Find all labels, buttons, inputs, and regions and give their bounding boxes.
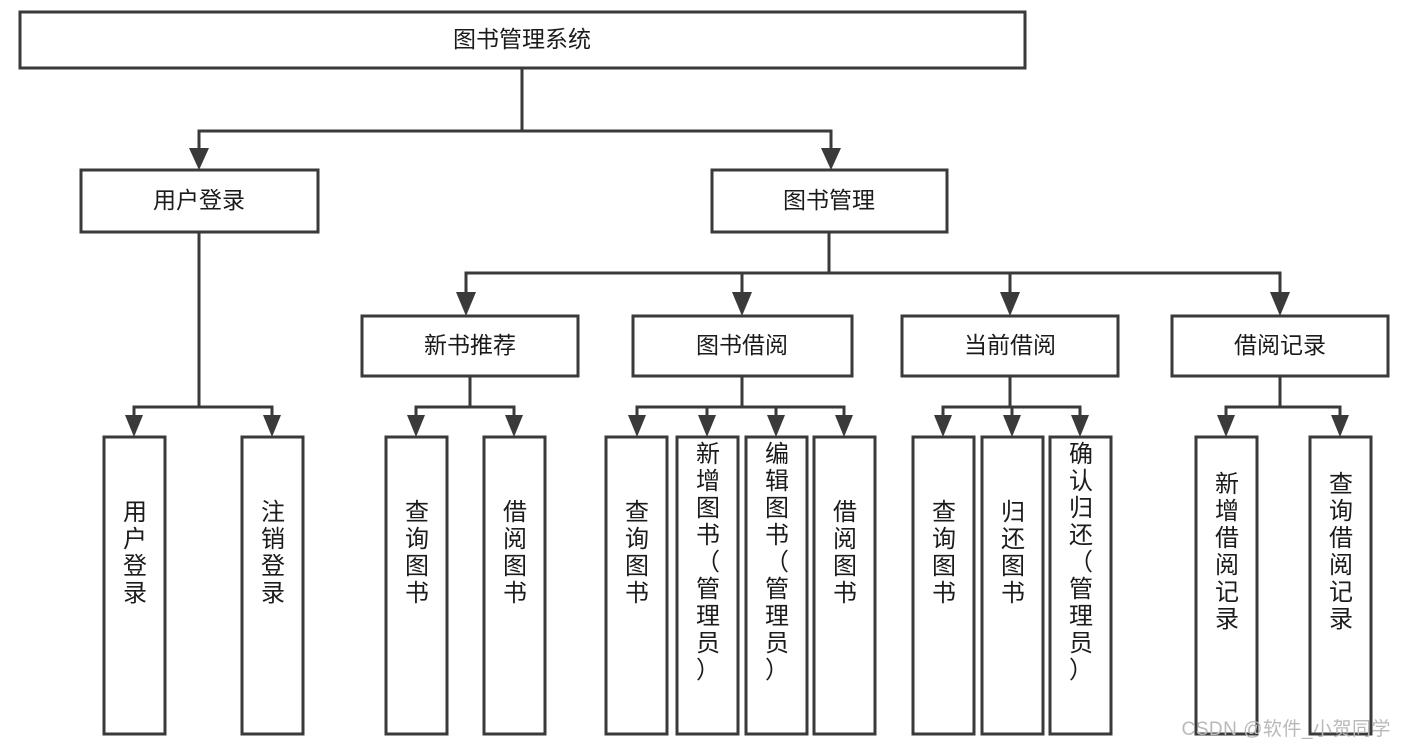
node-leaf-add-borrow-record-box[interactable] — [1194, 435, 1259, 736]
edge-bookmgmt-trunk — [464, 230, 1282, 298]
leaf-nodes-layer: 用户登录 注销登录 查询图书 借阅图书 查询图书 新增图书（管理员） — [102, 435, 1373, 736]
edge-recommend-trunk — [414, 374, 516, 421]
node-leaf-query-borrow-record-box[interactable] — [1308, 435, 1373, 736]
node-book-management-label: 图书管理 — [783, 187, 875, 213]
node-book-management[interactable]: 图书管理 — [710, 168, 949, 234]
node-leaf-query-book-recommend[interactable]: 查询图书 — [384, 435, 449, 736]
edge-currentborrow-trunk — [941, 374, 1082, 421]
node-leaf-return-book-label: 归还图书 — [1001, 499, 1025, 607]
node-leaf-add-book-admin-box[interactable] — [675, 435, 740, 736]
node-user-login-label: 用户登录 — [153, 187, 245, 213]
node-leaf-query-book-recommend-label: 查询图书 — [405, 499, 429, 607]
edge-root-trunk — [197, 66, 833, 154]
node-leaf-user-logout-box[interactable] — [240, 435, 305, 736]
node-leaf-confirm-return-admin-label: 确认归还（管理员） — [1069, 441, 1093, 684]
node-leaf-add-book-admin[interactable]: 新增图书（管理员） — [675, 435, 740, 736]
node-leaf-borrow-book[interactable]: 借阅图书 — [812, 435, 877, 736]
node-leaf-user-login-label: 用户登录 — [123, 499, 147, 607]
node-leaf-edit-book-admin-label: 编辑图书（管理员） — [765, 441, 789, 684]
node-book-borrow-box[interactable] — [631, 314, 854, 378]
node-borrow-records-box[interactable] — [1170, 314, 1390, 378]
node-new-book-recommend-box[interactable] — [360, 314, 580, 378]
node-new-book-recommend[interactable]: 新书推荐 — [360, 314, 580, 378]
arrowhead-book-borrow — [732, 292, 752, 316]
node-leaf-user-login[interactable]: 用户登录 — [102, 435, 167, 736]
arrowhead-leaf-query-book-borrow — [628, 415, 646, 437]
node-leaf-user-login-box[interactable] — [102, 435, 167, 736]
node-leaf-query-book-recommend-box[interactable] — [384, 435, 449, 736]
edge-bookborrow-trunk — [635, 374, 846, 421]
node-leaf-query-book-current[interactable]: 查询图书 — [911, 435, 976, 736]
node-leaf-query-book-borrow[interactable]: 查询图书 — [604, 435, 669, 736]
arrowhead-leaf-query-borrow-record — [1331, 415, 1349, 437]
node-leaf-query-book-current-box[interactable] — [911, 435, 976, 736]
node-leaf-user-logout[interactable]: 注销登录 — [240, 435, 305, 736]
node-leaf-query-book-current-label: 查询图书 — [932, 499, 956, 607]
node-leaf-borrow-book-label: 借阅图书 — [833, 499, 857, 607]
node-leaf-query-borrow-record[interactable]: 查询借阅记录 — [1308, 435, 1373, 736]
arrowhead-current-borrow — [1000, 292, 1020, 316]
node-book-borrow-label: 图书借阅 — [696, 332, 788, 358]
node-root-label: 图书管理系统 — [453, 26, 591, 52]
arrowhead-leaf-return-book — [1003, 415, 1021, 437]
arrowhead-book-management — [821, 148, 841, 170]
node-leaf-query-book-borrow-box[interactable] — [604, 435, 669, 736]
node-leaf-add-book-admin-label: 新增图书（管理员） — [696, 441, 720, 684]
node-leaf-add-borrow-record-label: 新增借阅记录 — [1215, 471, 1239, 633]
arrowhead-leaf-confirm-return-admin — [1071, 415, 1089, 437]
arrowhead-leaf-user-login — [125, 415, 143, 437]
node-leaf-query-borrow-record-label: 查询借阅记录 — [1329, 471, 1353, 633]
node-book-borrow[interactable]: 图书借阅 — [631, 314, 854, 378]
arrowhead-leaf-query-book-current — [934, 415, 952, 437]
node-leaf-borrow-book-recommend-box[interactable] — [482, 435, 547, 736]
arrowhead-leaf-borrow-book-recommend — [505, 415, 523, 437]
node-leaf-confirm-return-admin[interactable]: 确认归还（管理员） — [1048, 435, 1113, 736]
arrowhead-leaf-add-borrow-record — [1217, 415, 1235, 437]
node-book-management-box[interactable] — [710, 168, 949, 234]
node-borrow-records[interactable]: 借阅记录 — [1170, 314, 1390, 378]
node-borrow-records-label: 借阅记录 — [1234, 332, 1326, 358]
node-current-borrow-label: 当前借阅 — [964, 332, 1056, 358]
arrowhead-leaf-user-logout — [263, 415, 281, 437]
node-leaf-return-book[interactable]: 归还图书 — [980, 435, 1045, 736]
node-leaf-query-book-borrow-label: 查询图书 — [625, 499, 649, 607]
arrowhead-leaf-add-book-admin — [698, 415, 716, 437]
node-leaf-edit-book-admin-box[interactable] — [744, 435, 809, 736]
edge-borrowrecords-trunk — [1224, 374, 1342, 421]
node-user-login[interactable]: 用户登录 — [79, 168, 320, 234]
node-new-book-recommend-label: 新书推荐 — [424, 332, 516, 358]
edges-layer — [125, 66, 1349, 437]
arrowhead-user-login — [189, 148, 209, 170]
node-current-borrow-box[interactable] — [900, 314, 1120, 378]
node-leaf-borrow-book-recommend-label: 借阅图书 — [503, 499, 527, 607]
arrowhead-new-book-recommend — [456, 292, 476, 316]
node-leaf-confirm-return-admin-box[interactable] — [1048, 435, 1113, 736]
node-current-borrow[interactable]: 当前借阅 — [900, 314, 1120, 378]
arrowhead-leaf-edit-book-admin — [767, 415, 785, 437]
node-leaf-edit-book-admin[interactable]: 编辑图书（管理员） — [744, 435, 809, 736]
node-root[interactable]: 图书管理系统 — [18, 10, 1027, 70]
node-root-box[interactable] — [18, 10, 1027, 70]
node-leaf-add-borrow-record[interactable]: 新增借阅记录 — [1194, 435, 1259, 736]
node-leaf-borrow-book-recommend[interactable]: 借阅图书 — [482, 435, 547, 736]
node-leaf-return-book-box[interactable] — [980, 435, 1045, 736]
node-leaf-user-logout-label: 注销登录 — [261, 499, 285, 607]
edge-userlogin-trunk — [132, 230, 274, 421]
node-user-login-box[interactable] — [79, 168, 320, 234]
arrowhead-leaf-query-book-recommend — [407, 415, 425, 437]
arrowhead-borrow-records — [1270, 292, 1290, 316]
node-leaf-borrow-book-box[interactable] — [812, 435, 877, 736]
arrowhead-leaf-borrow-book — [835, 415, 853, 437]
